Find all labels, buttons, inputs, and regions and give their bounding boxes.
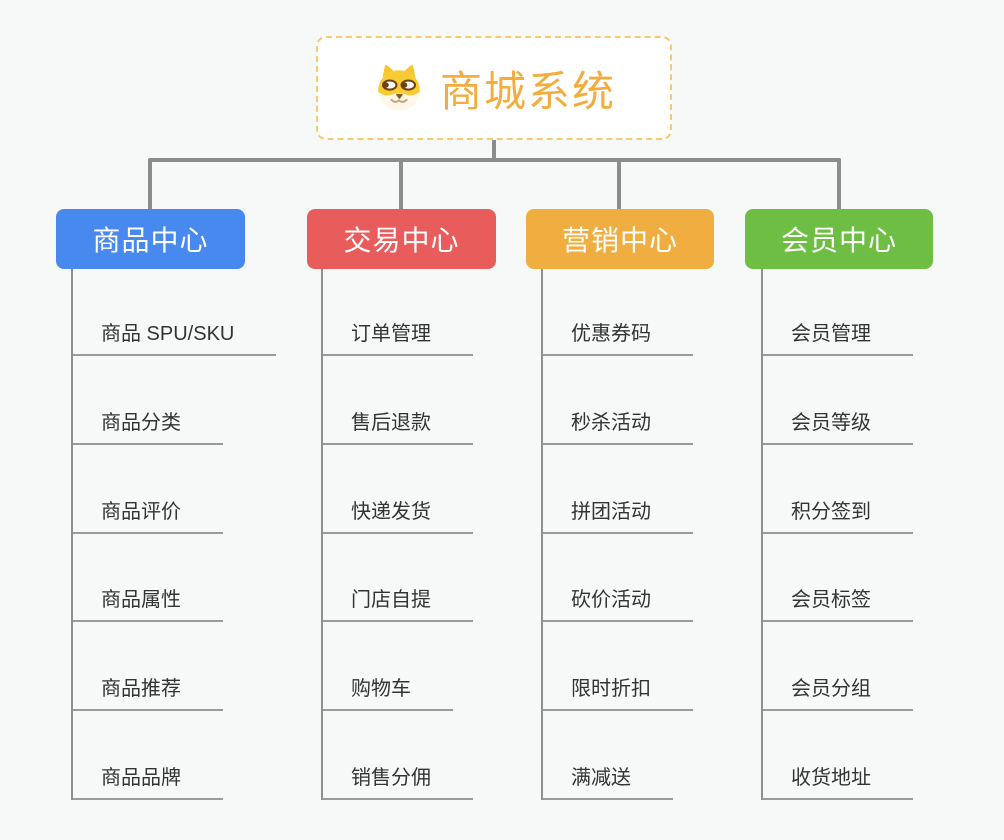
leaf-column-marketing-center: 优惠券码 秒杀活动 拼团活动 砍价活动 限时折扣 满减送 [541, 269, 693, 800]
leaf-node-group-buying[interactable]: 拼团活动 [543, 500, 693, 534]
connector-drop-product-center [148, 158, 152, 211]
leaf-column-trade-center: 订单管理 售后退款 快递发货 门店自提 购物车 销售分佣 [321, 269, 473, 800]
connector-root-stem [492, 139, 496, 160]
leaf-column-member-center: 会员管理 会员等级 积分签到 会员标签 会员分组 收货地址 [761, 269, 913, 800]
leaf-node-member-level[interactable]: 会员等级 [763, 411, 913, 445]
leaf-node-coupon-code[interactable]: 优惠券码 [543, 322, 693, 356]
dog-icon [377, 65, 421, 111]
root-title: 商城系统 [439, 67, 616, 115]
leaf-node-points-checkin[interactable]: 积分签到 [763, 500, 913, 534]
leaf-node-flash-sale[interactable]: 秒杀活动 [543, 411, 693, 445]
leaf-node-sales-commission[interactable]: 销售分佣 [323, 766, 473, 800]
leaf-node-member-management[interactable]: 会员管理 [763, 322, 913, 356]
leaf-node-full-reduction[interactable]: 满减送 [543, 766, 673, 800]
connector-drop-trade-center [399, 158, 403, 211]
leaf-node-express-shipping[interactable]: 快递发货 [323, 500, 473, 534]
leaf-node-bargain-activity[interactable]: 砍价活动 [543, 588, 693, 622]
leaf-node-limited-time-discount[interactable]: 限时折扣 [543, 677, 693, 711]
leaf-node-product-spu-sku[interactable]: 商品 SPU/SKU [73, 322, 277, 356]
root-node[interactable]: 商城系统 [316, 36, 672, 140]
branch-node-marketing-center[interactable]: 营销中心 [526, 209, 714, 269]
branch-node-trade-center[interactable]: 交易中心 [307, 209, 496, 269]
connector-horizontal-bar [148, 158, 841, 162]
connector-drop-marketing-center [617, 158, 621, 211]
leaf-node-shopping-cart[interactable]: 购物车 [323, 677, 453, 711]
leaf-node-shipping-address[interactable]: 收货地址 [763, 766, 913, 800]
leaf-node-member-groups[interactable]: 会员分组 [763, 677, 913, 711]
leaf-node-member-tags[interactable]: 会员标签 [763, 588, 913, 622]
leaf-node-after-sale-refund[interactable]: 售后退款 [323, 411, 473, 445]
leaf-node-product-category[interactable]: 商品分类 [73, 411, 223, 445]
leaf-node-product-attribute[interactable]: 商品属性 [73, 588, 223, 622]
leaf-node-product-brand[interactable]: 商品品牌 [73, 766, 223, 800]
connector-drop-member-center [837, 158, 841, 211]
branch-node-member-center[interactable]: 会员中心 [745, 209, 933, 269]
leaf-column-product-center: 商品 SPU/SKU 商品分类 商品评价 商品属性 商品推荐 商品品牌 [71, 269, 277, 800]
leaf-node-product-review[interactable]: 商品评价 [73, 500, 223, 534]
branch-node-product-center[interactable]: 商品中心 [56, 209, 245, 269]
leaf-node-order-management[interactable]: 订单管理 [323, 322, 473, 356]
leaf-node-product-recommend[interactable]: 商品推荐 [73, 677, 223, 711]
leaf-node-store-pickup[interactable]: 门店自提 [323, 588, 473, 622]
